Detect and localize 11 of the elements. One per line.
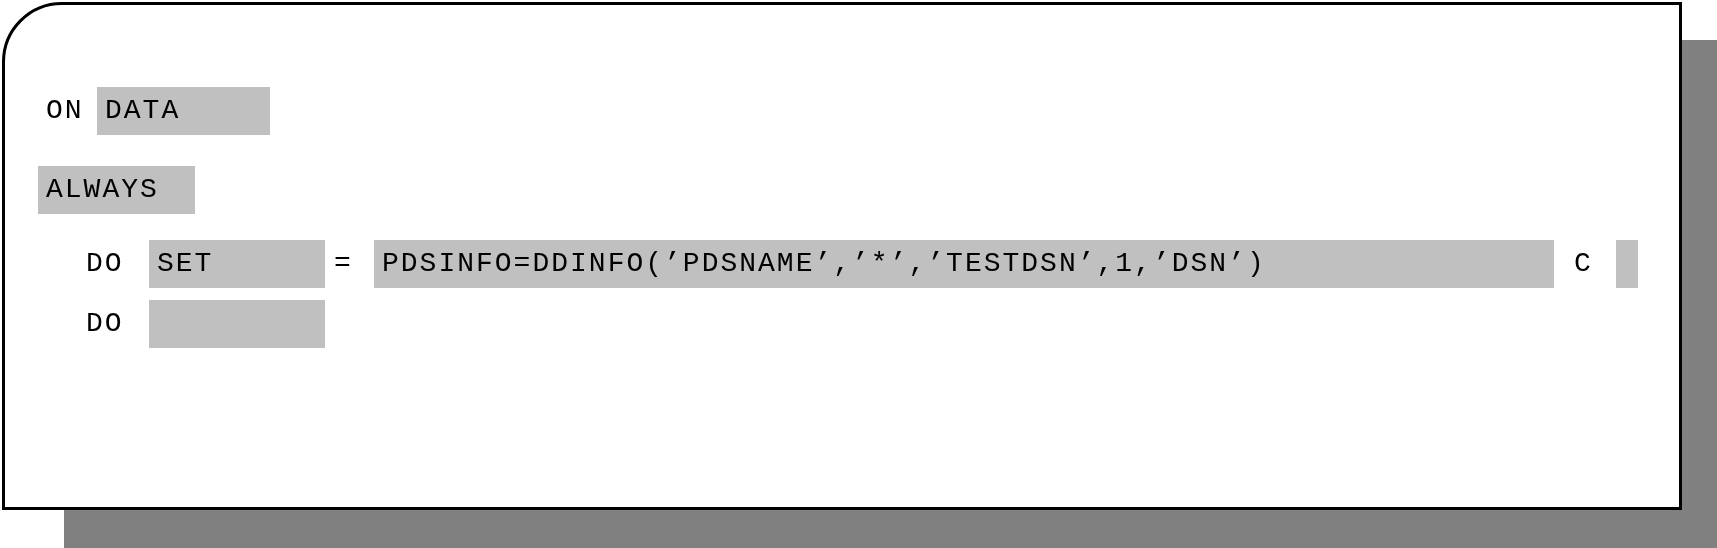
input-field [1616, 240, 1638, 288]
field-label: = [334, 249, 353, 279]
input-field [149, 300, 325, 348]
field-label: ON [46, 96, 84, 126]
field-label: DO [86, 309, 124, 339]
input-field: DATA [97, 87, 270, 135]
input-field: PDSINFO=DDINFO(’PDSNAME’,’*’,’TESTDSN’,1,’DSN’) [374, 240, 1554, 288]
field-label: C [1574, 249, 1593, 279]
input-field: ALWAYS [38, 166, 195, 214]
input-field: SET [149, 240, 325, 288]
field-label: DO [86, 249, 124, 279]
